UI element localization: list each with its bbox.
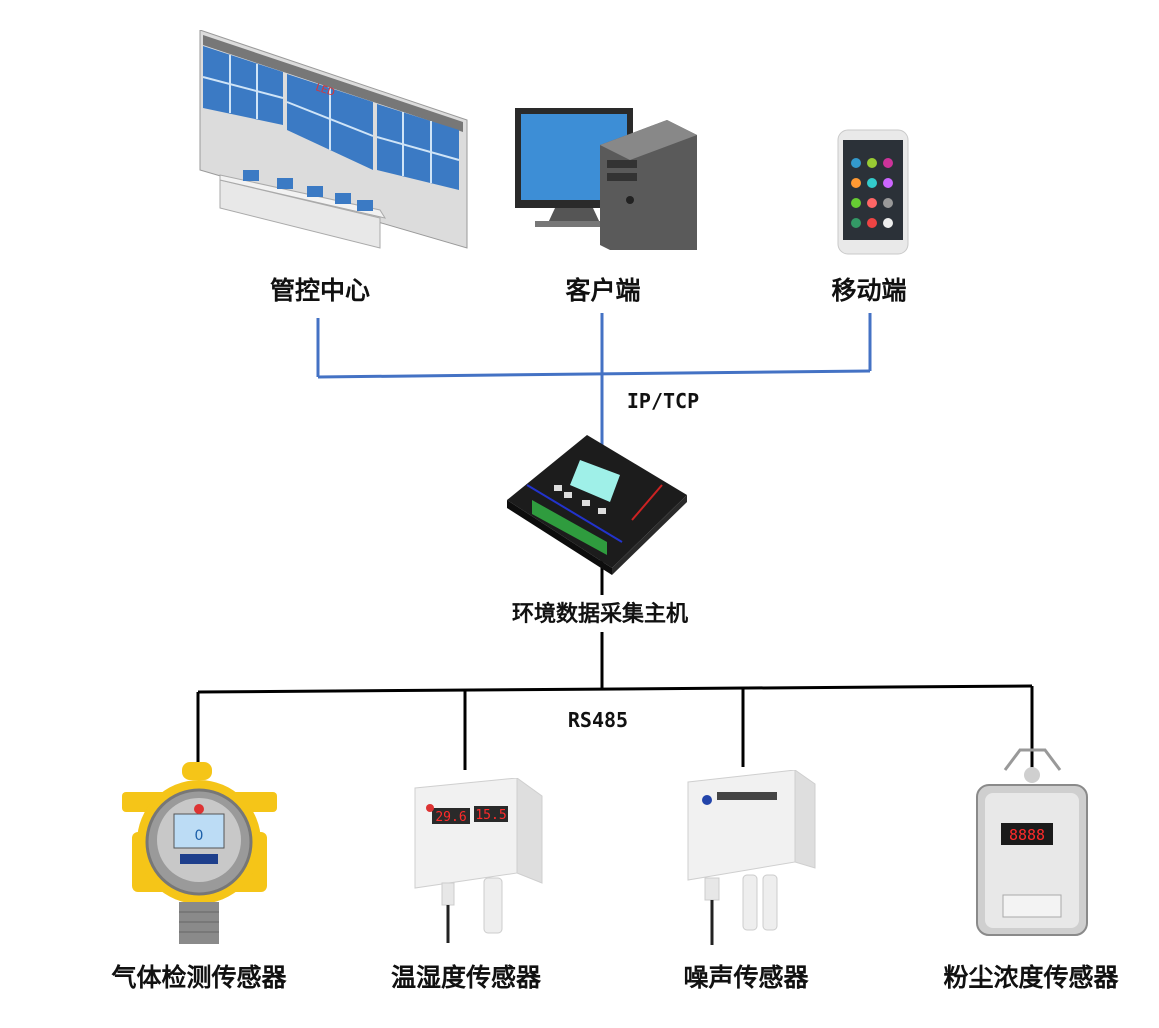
label-client: 客户端	[565, 276, 641, 305]
smartphone-icon	[837, 129, 909, 255]
label-temp-humidity-sensor: 温湿度传感器	[390, 963, 542, 992]
gas-display: 0	[195, 828, 204, 844]
video-wall-icon: LED	[199, 30, 468, 249]
dust-display: 8888	[1009, 826, 1045, 844]
desktop-computer-icon	[515, 108, 697, 250]
dust-sensor-icon: 8888	[976, 748, 1088, 936]
data-collector-icon	[507, 435, 687, 575]
label-mobile: 移动端	[831, 276, 907, 305]
label-dust-sensor: 粉尘浓度传感器	[943, 963, 1119, 992]
protocol-ip-tcp: IP/TCP	[626, 389, 700, 413]
label-control-center: 管控中心	[269, 276, 371, 305]
wire-ip-bus	[317, 369, 871, 379]
wire-rs485-bus	[197, 684, 1033, 694]
humidity-display: 29.6	[435, 810, 466, 825]
label-host: 环境数据采集主机	[511, 602, 689, 627]
gas-detector-icon: 0	[122, 762, 277, 944]
protocol-rs485: RS485	[567, 708, 629, 732]
noise-sensor-icon	[687, 770, 816, 945]
temperature-display: 15.5	[475, 808, 506, 823]
temp-humidity-sensor-icon: 29.6 15.5	[414, 778, 543, 943]
label-noise-sensor: 噪声传感器	[683, 963, 809, 992]
label-gas-sensor: 气体检测传感器	[111, 963, 287, 992]
